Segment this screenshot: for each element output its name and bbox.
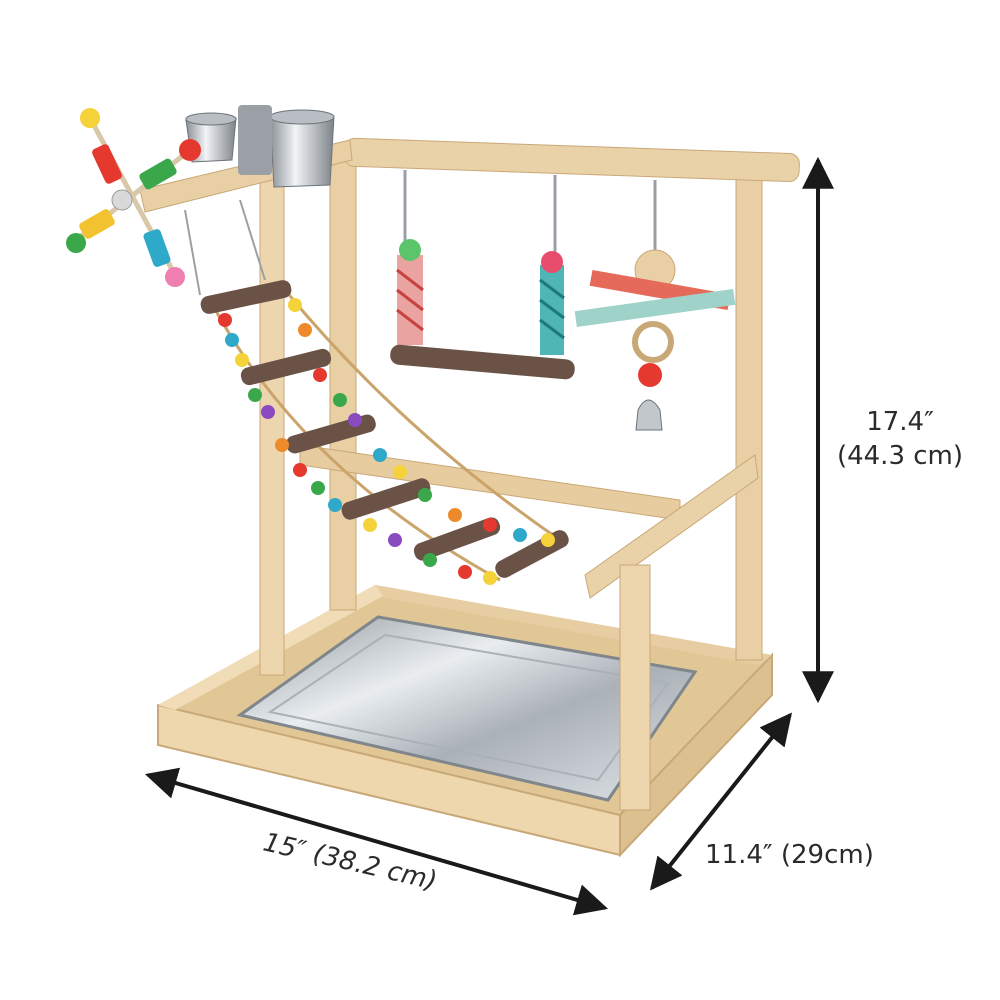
depth-arrow	[650, 712, 792, 891]
depth-dimension-label: 11.4″ (29cm)	[705, 840, 874, 870]
swing-toy	[390, 170, 575, 380]
height-cm: (44.3 cm)	[836, 441, 964, 471]
pinwheel-toy	[66, 108, 201, 287]
side-perch	[584, 454, 759, 599]
back-right-post	[735, 169, 763, 661]
rope-ladder	[184, 199, 569, 585]
height-inches: 17.4″	[866, 407, 934, 437]
front-left-post	[259, 174, 285, 676]
back-left-post	[329, 149, 357, 611]
height-dimension-label: 17.4″ (44.3 cm)	[820, 405, 980, 473]
dimension-arrows	[144, 156, 834, 916]
width-arrow	[144, 767, 609, 916]
front-right-post	[619, 564, 651, 811]
hanging-bell-toy	[574, 180, 736, 431]
top-crossbar	[343, 137, 800, 183]
